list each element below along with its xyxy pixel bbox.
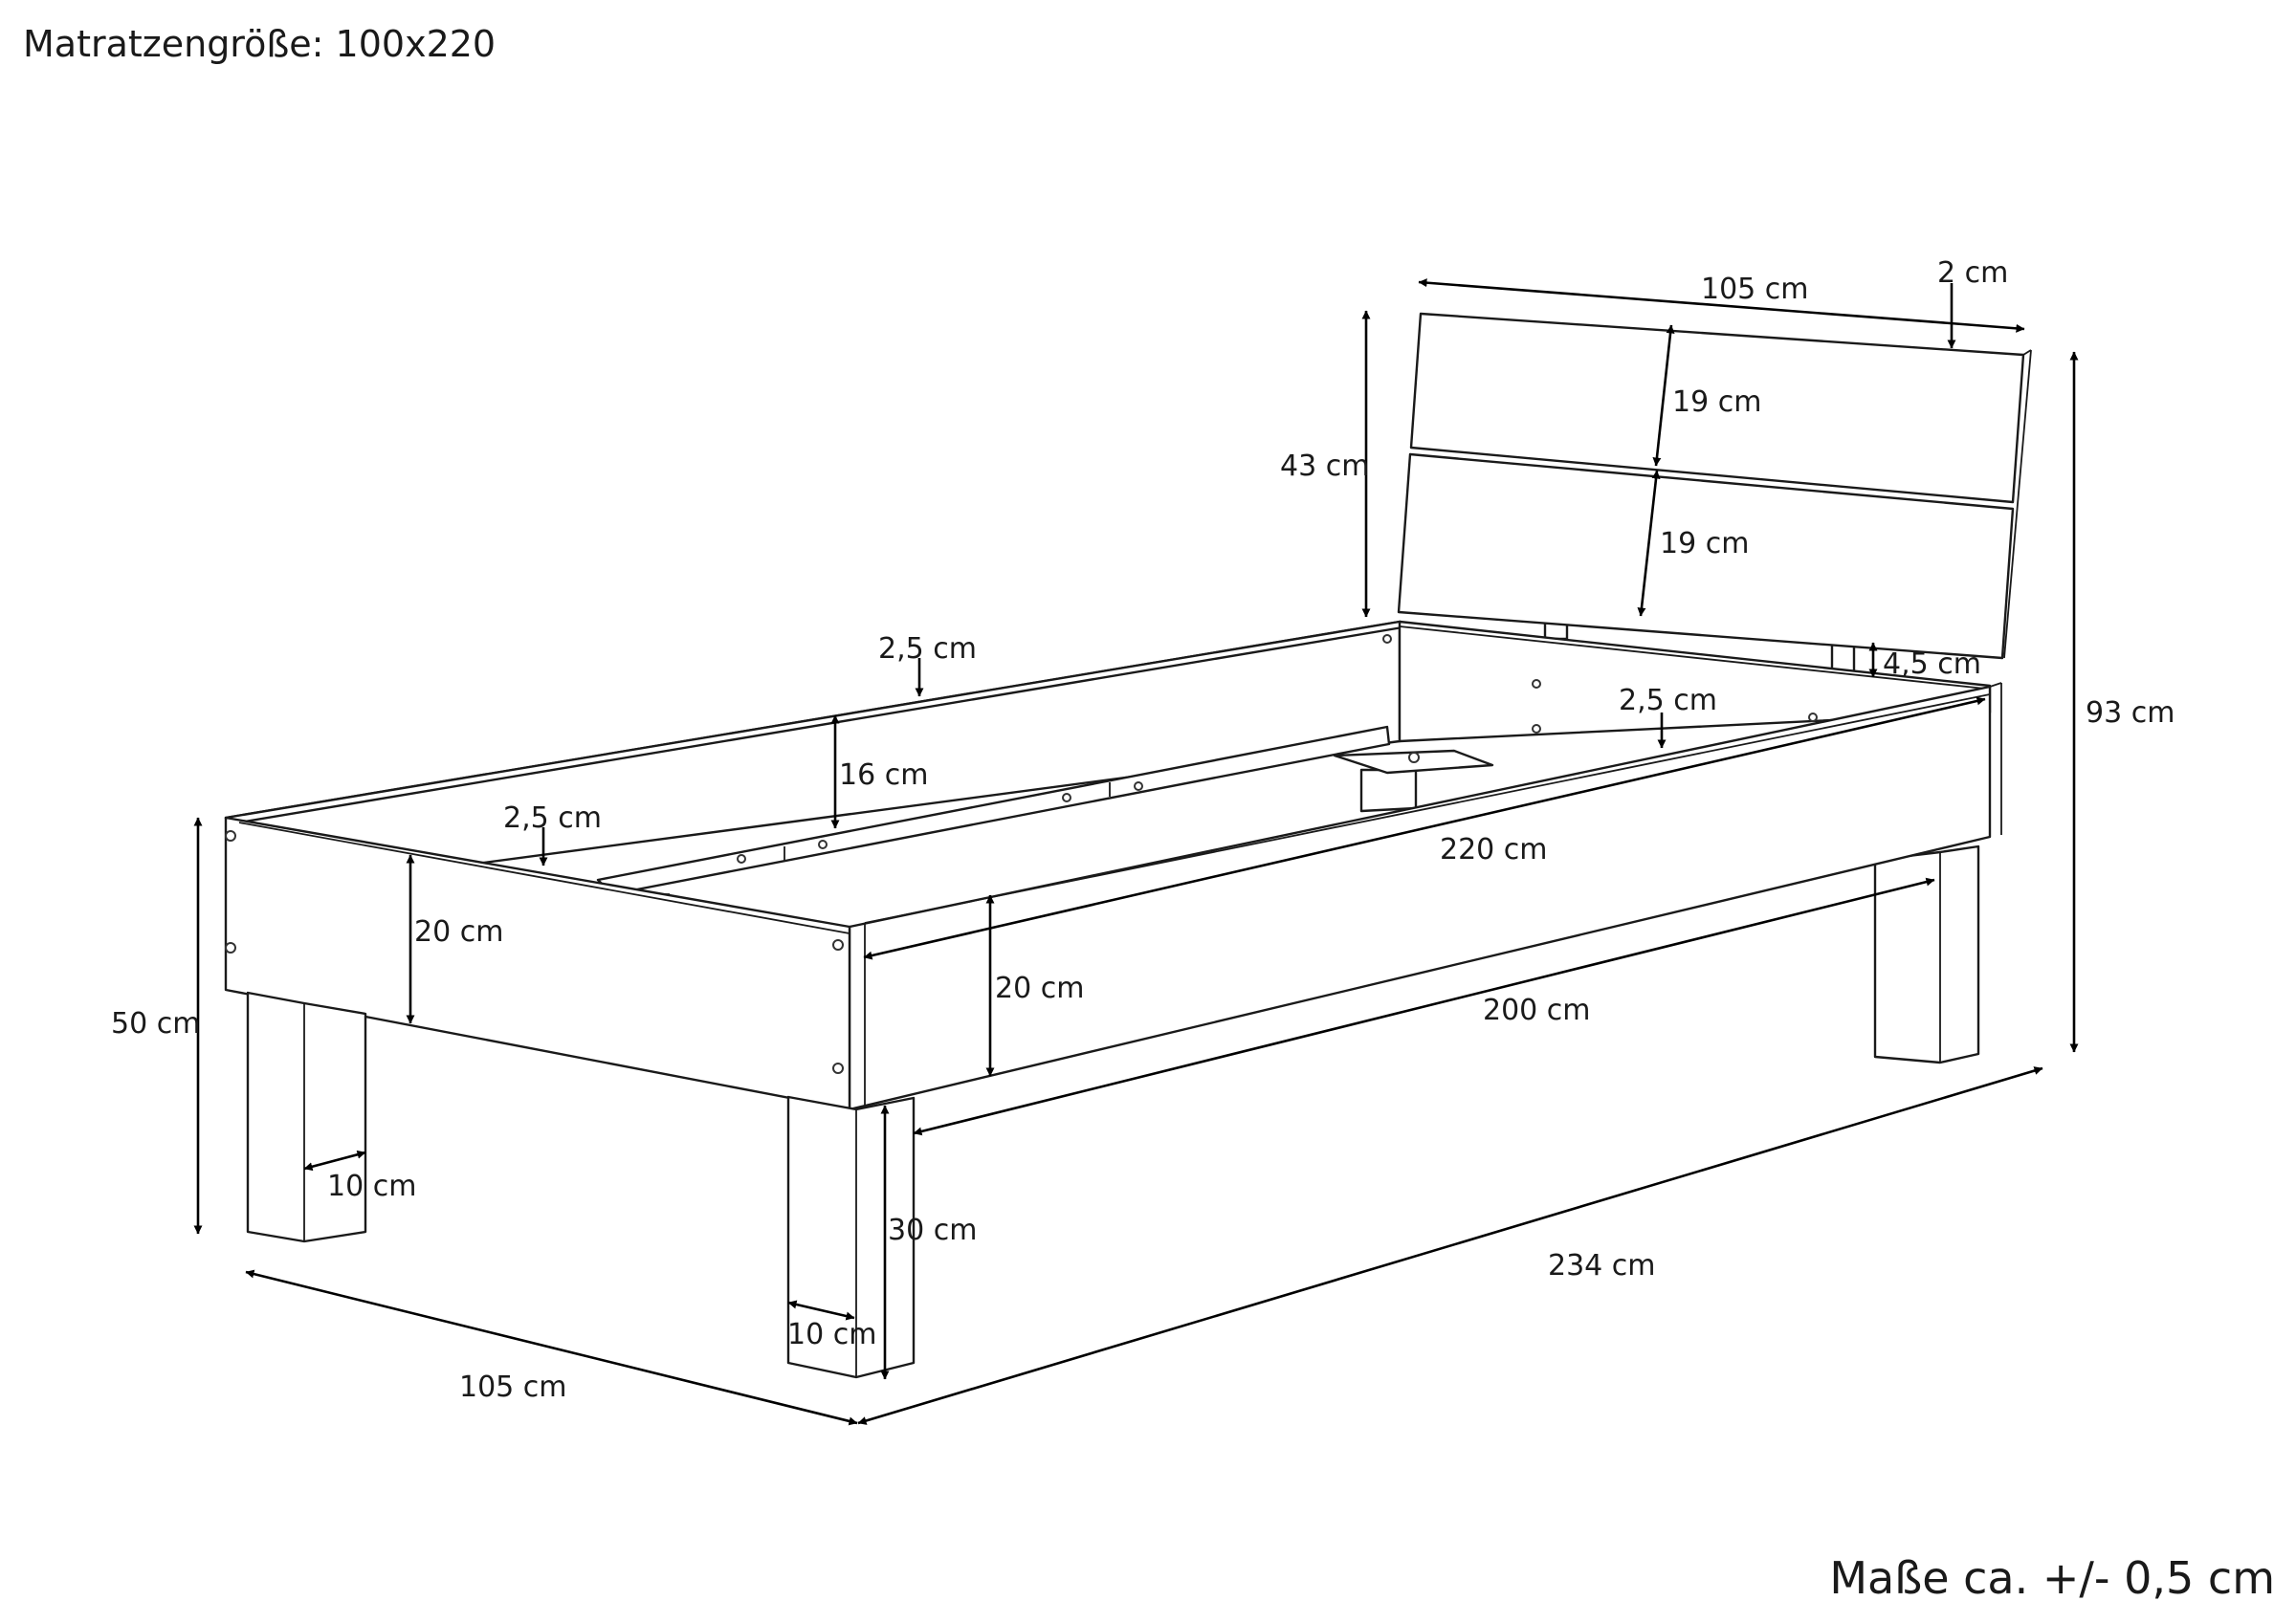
dim-headboard-width bbox=[1418, 278, 2025, 333]
label-total-height: 93 cm bbox=[2086, 696, 2175, 730]
dim-leg-width-left bbox=[303, 1150, 366, 1172]
mattress-size-title: Matratzengröße: 100x220 bbox=[23, 23, 497, 65]
headboard-board-top bbox=[1409, 312, 2025, 504]
label-bed-height: 50 cm bbox=[111, 1007, 200, 1041]
dimension-arrows bbox=[193, 278, 2079, 1426]
label-inner-rail-height: 16 cm bbox=[839, 758, 928, 792]
label-board-bottom: 19 cm bbox=[1660, 527, 1749, 560]
label-board-top: 19 cm bbox=[1672, 385, 1761, 419]
label-front-rail-thickness: 2,5 cm bbox=[503, 801, 602, 835]
label-front-rail-height: 20 cm bbox=[414, 915, 503, 949]
label-leg-width-front: 10 cm bbox=[787, 1318, 876, 1351]
dim-total-length bbox=[857, 1066, 2043, 1425]
dim-total-width bbox=[245, 1269, 858, 1426]
label-total-width: 105 cm bbox=[459, 1371, 567, 1404]
label-leg-height: 30 cm bbox=[888, 1214, 977, 1247]
label-headboard-width: 105 cm bbox=[1701, 273, 1809, 306]
dim-board-bottom bbox=[1637, 470, 1661, 617]
label-right-rail-thickness: 2,5 cm bbox=[1619, 684, 1717, 717]
label-headboard-height: 43 cm bbox=[1280, 450, 1369, 483]
label-side-rail-height: 20 cm bbox=[995, 972, 1084, 1005]
headboard-board-bottom bbox=[1397, 452, 2015, 660]
back-right-leg bbox=[1873, 844, 1980, 1064]
dimension-labels: 105 cm 2 cm 43 cm 19 cm 19 cm 4,5 cm 93 … bbox=[111, 256, 2175, 1404]
front-left-leg bbox=[246, 991, 367, 1243]
label-back-rail-thickness: 2,5 cm bbox=[878, 632, 977, 666]
label-leg-width-left: 10 cm bbox=[327, 1170, 416, 1203]
bed-drawing bbox=[224, 312, 2032, 1379]
label-leg-distance: 200 cm bbox=[1483, 994, 1591, 1027]
label-headboard-thickness: 2 cm bbox=[1937, 256, 2008, 290]
tolerance-note: Maße ca. +/- 0,5 cm bbox=[1829, 1552, 2275, 1604]
label-total-length: 234 cm bbox=[1548, 1249, 1656, 1283]
label-inner-length: 220 cm bbox=[1440, 833, 1548, 866]
label-board-gap: 4,5 cm bbox=[1883, 647, 1981, 681]
dim-board-top bbox=[1652, 324, 1675, 467]
center-support-leg bbox=[1359, 768, 1418, 813]
